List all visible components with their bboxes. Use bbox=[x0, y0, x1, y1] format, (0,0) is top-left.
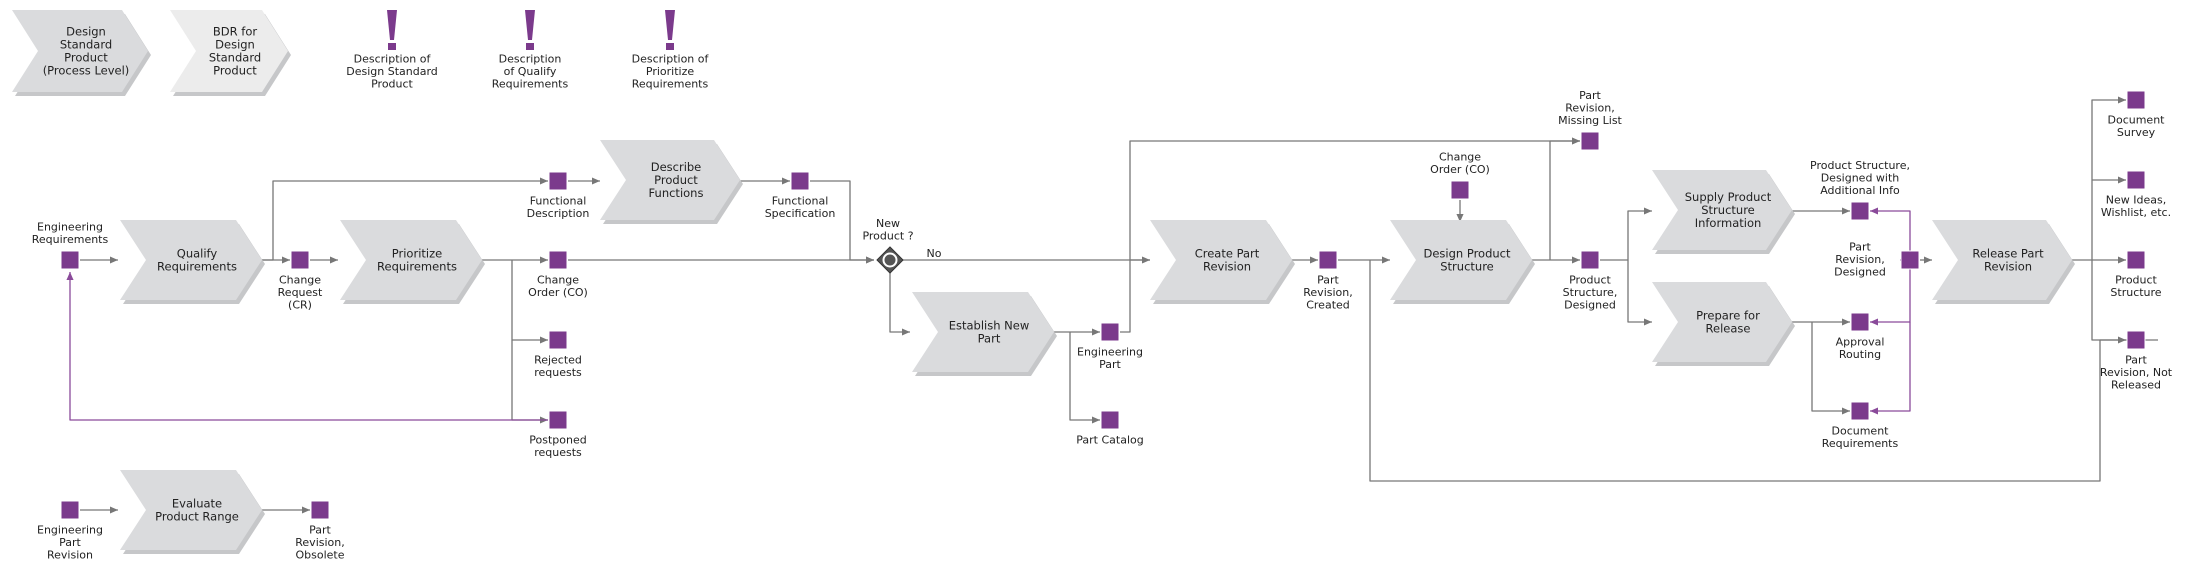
info-part-revision-missing-list[interactable] bbox=[1580, 131, 1600, 151]
edge-struct-prepare bbox=[1627, 260, 1652, 326]
legend-process-level[interactable] bbox=[12, 10, 148, 92]
info-change-request[interactable] bbox=[290, 250, 310, 270]
info-document-survey[interactable] bbox=[2126, 90, 2146, 110]
process-design-product-structure[interactable] bbox=[1390, 220, 1532, 300]
decision-no-label: No bbox=[927, 247, 942, 260]
legend-bdr[interactable] bbox=[170, 10, 288, 92]
info-part-catalog-label: Part Catalog bbox=[1076, 433, 1143, 446]
edge-release-notreleased bbox=[2091, 260, 2126, 344]
process-supply-structure-info[interactable] bbox=[1652, 170, 1792, 250]
edge-engpart-missing bbox=[1120, 137, 1580, 333]
info-change-order[interactable] bbox=[548, 250, 568, 270]
exclamation-icon[interactable] bbox=[665, 10, 675, 50]
edge-prioritize-postponed bbox=[511, 340, 548, 424]
edge-funcspec-decision bbox=[810, 180, 874, 264]
edge-struct-supply bbox=[1600, 207, 1652, 261]
edge-postponed-engreq bbox=[66, 272, 548, 421]
edge-design-missing bbox=[1549, 137, 1580, 260]
info-product-structure-designed[interactable] bbox=[1580, 250, 1600, 270]
info-part-revision-created[interactable] bbox=[1318, 250, 1338, 270]
info-document-requirements[interactable] bbox=[1850, 401, 1870, 421]
edge-decision-establish bbox=[889, 270, 910, 336]
info-part-revision-obsolete[interactable] bbox=[310, 500, 330, 520]
info-part-revision-designed[interactable] bbox=[1900, 250, 1920, 270]
info-engineering-requirements[interactable] bbox=[60, 250, 80, 270]
info-approval-routing[interactable] bbox=[1850, 312, 1870, 332]
info-part-catalog[interactable] bbox=[1100, 410, 1120, 430]
process-qualify-requirements[interactable] bbox=[120, 220, 262, 300]
edge-prepare-docreq bbox=[1811, 322, 1850, 415]
info-new-ideas-label: New Ideas,Wishlist, etc. bbox=[2101, 193, 2171, 219]
edge-establish-catalog bbox=[1069, 332, 1100, 424]
info-engineering-part[interactable] bbox=[1100, 322, 1120, 342]
exclamation-icon[interactable] bbox=[387, 10, 397, 50]
process-create-part-revision[interactable] bbox=[1150, 220, 1292, 300]
process-evaluate-product-range[interactable] bbox=[120, 470, 262, 550]
edge-qualify-funcdesc bbox=[262, 177, 548, 261]
info-functional-specification[interactable] bbox=[790, 171, 810, 191]
connectors bbox=[66, 96, 2158, 514]
process-describe-product-functions[interactable] bbox=[600, 140, 740, 220]
process-establish-new-part[interactable] bbox=[912, 292, 1054, 372]
info-functional-description[interactable] bbox=[548, 171, 568, 191]
edge-designed-docreq bbox=[1870, 322, 1911, 415]
exclamation-icon[interactable] bbox=[525, 10, 535, 50]
info-new-ideas[interactable] bbox=[2126, 170, 2146, 190]
process-prepare-for-release[interactable] bbox=[1652, 282, 1792, 362]
process-prioritize-requirements[interactable] bbox=[340, 220, 482, 300]
info-postponed-requests[interactable] bbox=[548, 410, 568, 430]
info-engineering-part-revision[interactable] bbox=[60, 500, 80, 520]
info-product-structure[interactable] bbox=[2126, 250, 2146, 270]
edge-prioritize-rejected bbox=[511, 260, 548, 344]
decision-new-product[interactable] bbox=[876, 246, 904, 274]
info-part-revision-not-released[interactable] bbox=[2126, 330, 2146, 350]
info-change-order-2[interactable] bbox=[1450, 180, 1470, 200]
process-release-part-revision[interactable] bbox=[1932, 220, 2072, 300]
info-structure-additional-info[interactable] bbox=[1850, 201, 1870, 221]
info-rejected-requests[interactable] bbox=[548, 330, 568, 350]
